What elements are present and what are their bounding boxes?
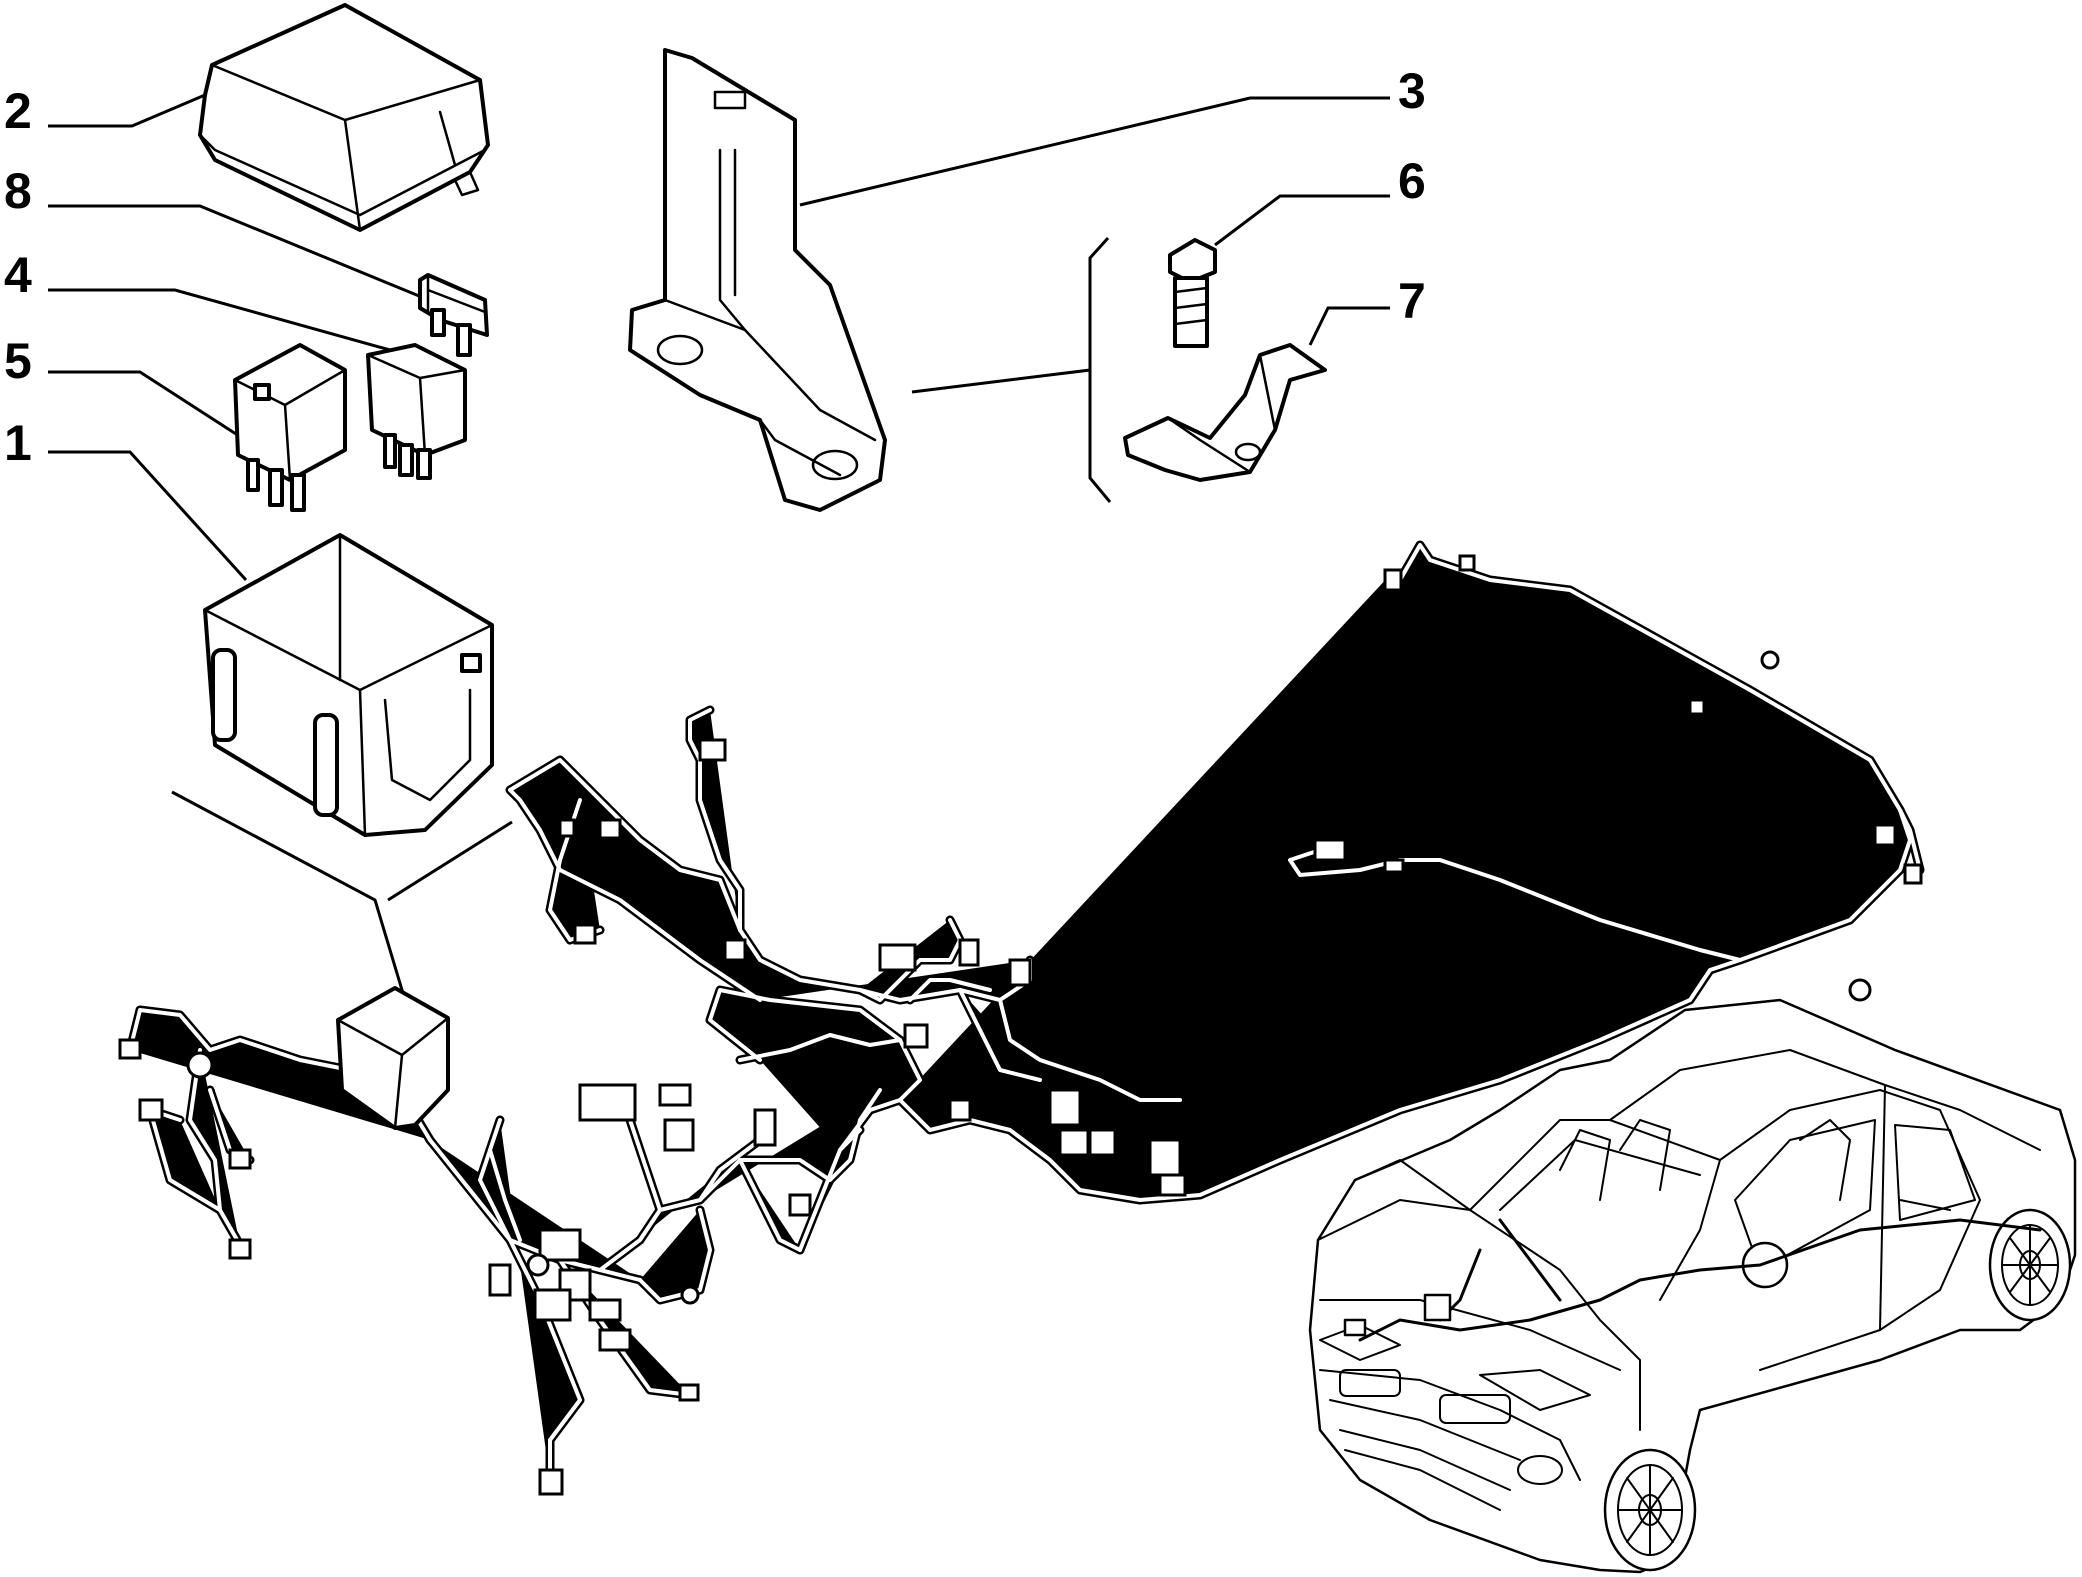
fuse-box-base [203,533,494,837]
car-illustration [1308,998,2077,1574]
blade-fuse [418,273,489,357]
callout-4: 4 [4,247,32,303]
fuse-box-lid [198,3,490,232]
callout-8: 8 [4,163,32,219]
leader-lines [48,93,1390,1001]
wiring-harness [118,545,1923,1496]
callout-3: 3 [1398,63,1426,119]
relay-small [366,343,467,480]
callout-5: 5 [4,333,32,389]
callout-7: 7 [1398,273,1426,329]
callout-6: 6 [1398,153,1426,209]
retaining-clip [1123,343,1327,482]
hex-bolt [1168,238,1217,348]
harness-connectors [118,554,1923,1496]
relay-large [233,343,347,512]
callout-2: 2 [4,83,32,139]
callout-1: 1 [4,415,32,471]
mounting-bracket [628,48,887,512]
